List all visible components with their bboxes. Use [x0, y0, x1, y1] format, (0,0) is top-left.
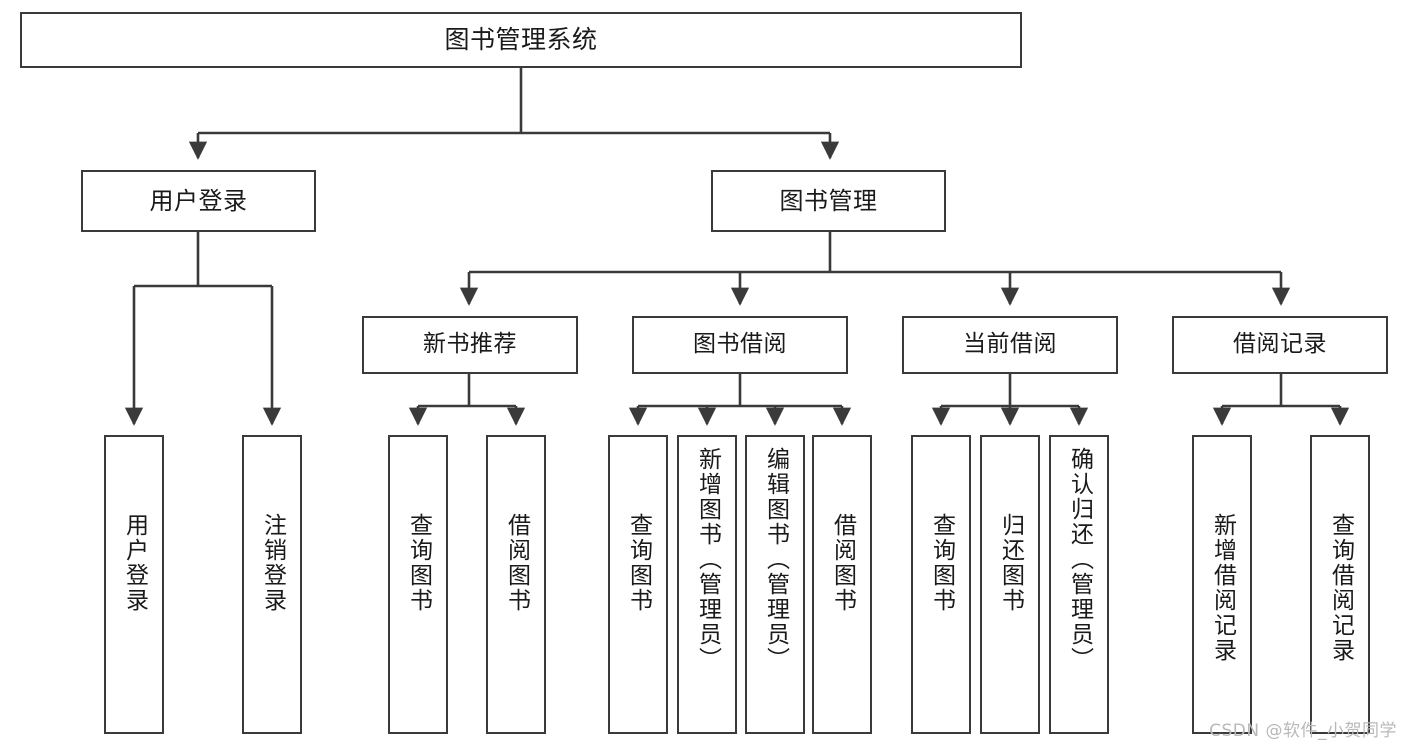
leaf-borrow-book[interactable]: 借阅图书 — [812, 435, 872, 734]
node-user-login[interactable]: 用户登录 — [81, 170, 316, 232]
leaf-edit-book-admin[interactable]: 编辑图书（管理员） — [745, 435, 805, 734]
node-label: 用户登录 — [149, 186, 248, 215]
leaf-logout[interactable]: 注销登录 — [242, 435, 302, 734]
node-label: 新增借阅记录 — [1209, 513, 1236, 663]
node-label: 借阅记录 — [1233, 331, 1327, 358]
node-label: 当前借阅 — [963, 331, 1057, 358]
leaf-borrow-book-recommend[interactable]: 借阅图书 — [486, 435, 546, 734]
node-label: 图书借阅 — [693, 331, 787, 358]
leaf-add-book-admin[interactable]: 新增图书（管理员） — [677, 435, 737, 734]
node-label: 图书管理系统 — [444, 25, 598, 55]
node-label: 查询图书 — [405, 513, 432, 613]
node-new-book-recommend[interactable]: 新书推荐 — [362, 316, 578, 374]
node-label: 新增图书（管理员） — [694, 447, 721, 672]
node-label: 编辑图书（管理员） — [762, 447, 789, 672]
node-label: 借阅图书 — [829, 513, 856, 613]
leaf-query-book-borrow[interactable]: 查询图书 — [608, 435, 668, 734]
node-label: 图书管理 — [779, 186, 878, 215]
node-label: 注销登录 — [259, 513, 286, 613]
node-label: 查询借阅记录 — [1327, 513, 1354, 663]
node-label: 查询图书 — [928, 513, 955, 613]
node-label: 借阅图书 — [503, 513, 530, 613]
node-label: 用户登录 — [121, 513, 148, 613]
node-root-system[interactable]: 图书管理系统 — [20, 12, 1022, 68]
leaf-query-book-recommend[interactable]: 查询图书 — [388, 435, 448, 734]
leaf-user-login[interactable]: 用户登录 — [104, 435, 164, 734]
node-borrow-records[interactable]: 借阅记录 — [1172, 316, 1388, 374]
node-label: 查询图书 — [625, 513, 652, 613]
leaf-query-borrow-record[interactable]: 查询借阅记录 — [1310, 435, 1370, 734]
node-current-borrow[interactable]: 当前借阅 — [902, 316, 1118, 374]
node-label: 新书推荐 — [423, 331, 517, 358]
node-book-borrow[interactable]: 图书借阅 — [632, 316, 848, 374]
leaf-confirm-return-admin[interactable]: 确认归还（管理员） — [1049, 435, 1109, 734]
leaf-return-book[interactable]: 归还图书 — [980, 435, 1040, 734]
node-label: 归还图书 — [997, 513, 1024, 613]
leaf-query-book-current[interactable]: 查询图书 — [911, 435, 971, 734]
node-label: 确认归还（管理员） — [1066, 447, 1093, 672]
node-book-management[interactable]: 图书管理 — [711, 170, 946, 232]
leaf-add-borrow-record[interactable]: 新增借阅记录 — [1192, 435, 1252, 734]
watermark-text: CSDN @软件_小贺同学 — [1209, 721, 1397, 741]
